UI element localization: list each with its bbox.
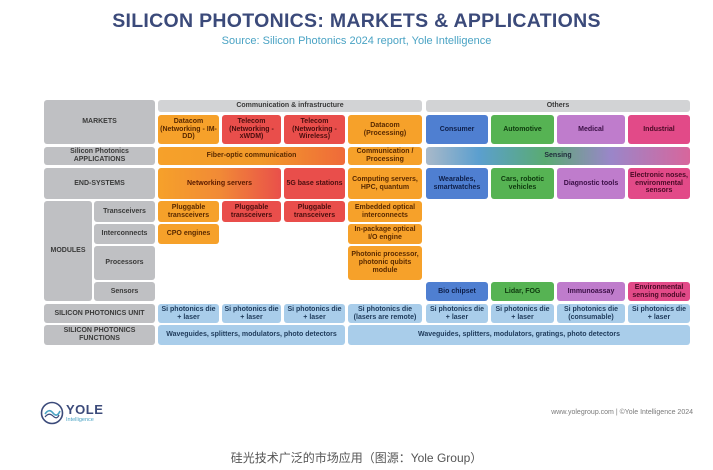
row-label-end-systems: END-SYSTEMS: [44, 168, 155, 199]
module-bio-chipset: Bio chipset: [426, 282, 488, 301]
application-comm-processing: Communication / Processing: [348, 147, 422, 165]
page-title: SILICON PHOTONICS: MARKETS & APPLICATION…: [112, 10, 601, 32]
market-medical: Medical: [557, 115, 625, 144]
module-embedded-optical-interconnects: Embedded optical interconnects: [348, 201, 422, 222]
module-pluggable-transceivers-1: Pluggable transceivers: [158, 201, 219, 222]
row-label-interconnects: Interconnects: [94, 224, 155, 244]
page-subtitle: Source: Silicon Photonics 2024 report, Y…: [221, 35, 492, 47]
unit-6: Si photonics die + laser: [491, 304, 554, 323]
market-consumer: Consumer: [426, 115, 488, 144]
functions-right: Waveguides, splitters, modulators, grati…: [348, 325, 690, 345]
module-pluggable-transceivers-3: Pluggable transceivers: [284, 201, 345, 222]
logo-subtext: Intelligence: [66, 417, 94, 423]
row-label-markets: MARKETS: [44, 100, 155, 144]
market-telecom-xwdm: Telecom (Networking - xWDM): [222, 115, 281, 144]
application-sensing: Sensing: [426, 147, 690, 165]
infographic: SILICON PHOTONICS: MARKETS & APPLICATION…: [40, 10, 693, 425]
end-system-5g-base-stations: 5G base stations: [284, 168, 345, 199]
row-label-applications: Silicon Photonics APPLICATIONS: [44, 147, 155, 165]
module-pluggable-transceivers-2: Pluggable transceivers: [222, 201, 281, 222]
end-system-cars: Cars, robotic vehicles: [491, 168, 554, 199]
market-telecom-wireless: Telecom (Networking - Wireless): [284, 115, 345, 144]
end-system-networking-servers: Networking servers: [158, 168, 281, 199]
unit-1: Si photonics die + laser: [158, 304, 219, 323]
unit-7: Si photonics die (consumable): [557, 304, 625, 323]
end-system-electronic-noses: Electronic noses, environmental sensors: [628, 168, 690, 199]
module-environmental-sensing: Environmental sensing module: [628, 282, 690, 301]
row-label-unit: SILICON PHOTONICS UNIT: [44, 304, 155, 323]
row-label-transceivers: Transceivers: [94, 201, 155, 222]
market-automotive: Automotive: [491, 115, 554, 144]
market-datacom-networking: Datacom (Networking - IM-DD): [158, 115, 219, 144]
end-system-wearables: Wearables, smartwatches: [426, 168, 488, 199]
unit-3: Si photonics die + laser: [284, 304, 345, 323]
module-immunoassay: Immunoassay: [557, 282, 625, 301]
yole-logo-icon: [40, 401, 64, 425]
unit-2: Si photonics die + laser: [222, 304, 281, 323]
header-communication: Communication & infrastructure: [158, 100, 422, 112]
module-lidar-fog: Lidar, FOG: [491, 282, 554, 301]
image-caption: 硅光技术广泛的市场应用（图源：Yole Group）: [230, 451, 483, 465]
market-industrial: Industrial: [628, 115, 690, 144]
end-system-computing-servers: Computing servers, HPC, quantum: [348, 168, 422, 199]
unit-5: Si photonics die + laser: [426, 304, 488, 323]
end-system-diagnostic-tools: Diagnostic tools: [557, 168, 625, 199]
module-cpo-engines: CPO engines: [158, 224, 219, 244]
row-label-modules: MODULES: [44, 201, 92, 301]
row-label-sensors: Sensors: [94, 282, 155, 301]
module-in-package-optical-io: In-package optical I/O engine: [348, 224, 422, 244]
module-photonic-processor: Photonic processor, photonic qubits modu…: [348, 246, 422, 280]
row-label-functions: SILICON PHOTONICS FUNCTIONS: [44, 325, 155, 345]
header-others: Others: [426, 100, 690, 112]
row-label-processors: Processors: [94, 246, 155, 280]
application-fiber-optic: Fiber-optic communication: [158, 147, 345, 165]
unit-8: Si photonics die + laser: [628, 304, 690, 323]
unit-4: Si photonics die (lasers are remote): [348, 304, 422, 323]
logo-name: YOLE: [66, 402, 104, 417]
footer-note: www.yolegroup.com | ©Yole Intelligence 2…: [551, 409, 693, 416]
functions-left: Waveguides, splitters, modulators, photo…: [158, 325, 345, 345]
market-datacom-processing: Datacom (Processing): [348, 115, 422, 144]
